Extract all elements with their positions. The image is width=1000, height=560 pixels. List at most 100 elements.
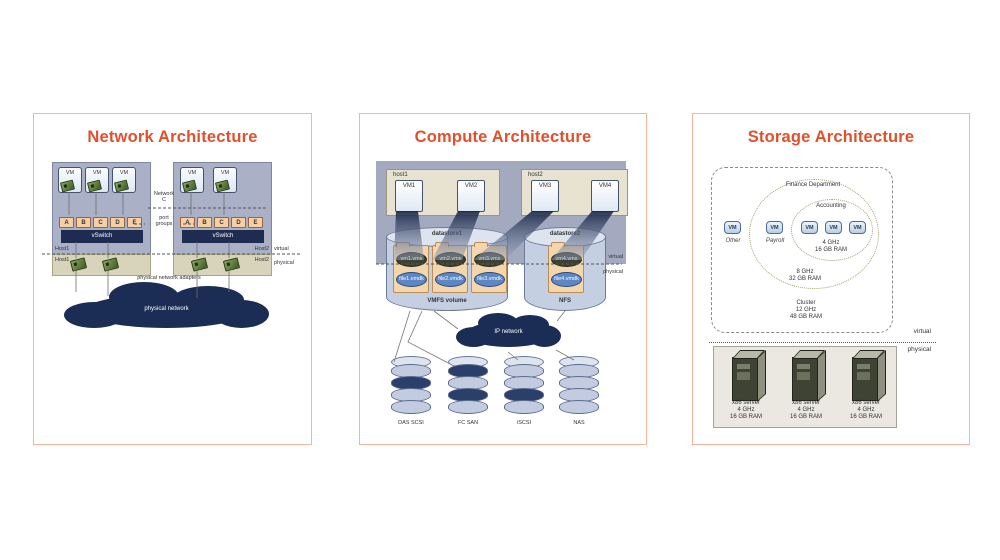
virtual-physical-divider <box>709 342 936 343</box>
server-tower-icon <box>852 357 878 401</box>
physical-nic-icon <box>222 257 241 272</box>
vm-label: VM <box>119 170 129 176</box>
vm-chip-accounting: VM <box>825 221 842 234</box>
server-spec: x86 server 4 GHz 16 GB RAM <box>789 400 822 421</box>
vm-folder-icon: vm3.vmx file3.vmdk <box>471 242 507 293</box>
host1-virtual-box: VM VM VM A B C D E vSwitch Host1 <box>52 162 151 256</box>
virtual-side-label: virtual <box>913 328 931 335</box>
panel-compute-architecture: Compute Architecture host1 VM1 VM2 host2… <box>359 113 647 445</box>
server-tower-icon <box>792 357 818 401</box>
virtual-side-label: virtual <box>274 246 289 252</box>
server-tower-icon <box>732 357 758 401</box>
finance-pool-name: Finance Department <box>785 182 841 188</box>
compute-panel-title: Compute Architecture <box>414 128 592 146</box>
panel-network-architecture: Network Architecture VM VM VM A B C D E <box>33 113 312 445</box>
host-name-label: host1 <box>393 172 408 178</box>
port-cell: C <box>214 217 229 228</box>
panel-storage-architecture: Storage Architecture Finance Department … <box>692 113 970 445</box>
physical-nic-icon <box>101 257 120 272</box>
port-group-row: A B C D E <box>59 217 142 228</box>
vmdk-file-label: file2.vmdk <box>435 272 466 287</box>
vm-label: VM <box>92 170 102 176</box>
vm-box: VM <box>58 167 82 193</box>
finance-resource-pool <box>749 179 879 289</box>
virtual-nic-icon <box>86 179 103 193</box>
physical-side-label: physical <box>603 269 623 275</box>
vm-label: VM <box>220 170 230 176</box>
port-groups-label: port groups <box>155 215 173 228</box>
ip-network-cloud: IP network <box>456 313 561 355</box>
storage-type-label: iSCSI <box>516 420 532 426</box>
vm-label: VM <box>65 170 75 176</box>
port-cell: A <box>59 217 74 228</box>
accounting-resources: 4 GHz 16 GB RAM <box>814 240 847 254</box>
physical-side-label: physical <box>907 346 931 353</box>
vm-folder-icon: vm2.vmx file2.vmdk <box>432 242 468 293</box>
physical-network-cloud: physical network <box>64 282 269 334</box>
virtual-nic-icon <box>59 179 76 193</box>
physical-nic-icon <box>69 257 88 272</box>
volume-type-label: VMFS volume <box>427 298 467 304</box>
vm-folder-icon: vm1.vmx file1.vmdk <box>393 242 429 293</box>
cluster-boundary <box>711 167 893 333</box>
physical-side-label: physical <box>274 260 294 266</box>
host-name-label: host2 <box>528 172 543 178</box>
port-cell: D <box>110 217 125 228</box>
vm-chip-other: VM <box>724 221 741 234</box>
vmx-file-label: vm2.vmx <box>435 252 466 267</box>
vm-chip-accounting: VM <box>849 221 866 234</box>
network-c-label: Network C <box>153 191 175 204</box>
vm-label: VM <box>187 170 197 176</box>
datastore2-top <box>524 227 606 247</box>
payroll-vm-label: Payroll <box>765 238 785 244</box>
port-cell: B <box>76 217 91 228</box>
host-name-label: Host2 <box>254 246 269 252</box>
vm-box: VM3 <box>531 180 559 212</box>
host-name-label: Host2 <box>254 257 269 263</box>
vmdk-file-label: file3.vmdk <box>474 272 505 287</box>
datastore-name: datastore1 <box>431 231 463 237</box>
port-cell: E <box>248 217 263 228</box>
host1-physical-box: Host1 <box>52 254 151 276</box>
vm-box: VM4 <box>591 180 619 212</box>
storage-type-label: DAS SCSI <box>398 420 424 426</box>
vswitch-bar: vSwitch <box>61 230 143 243</box>
accounting-pool-name: Accounting <box>816 203 846 209</box>
vm-chip-accounting: VM <box>801 221 818 234</box>
host-name-label: Host1 <box>55 257 70 263</box>
vm-box: VM <box>85 167 109 193</box>
virtual-nic-icon <box>113 179 130 193</box>
cloud-label: IP network <box>494 329 523 335</box>
vm-folder-icon: vm4.vmx file4.vmdk <box>548 242 584 293</box>
host2-virtual-box: VM VM A B C D E vSwitch Host2 <box>173 162 272 256</box>
vmx-file-label: vm3.vmx <box>474 252 505 267</box>
vmdk-file-label: file1.vmdk <box>396 272 427 287</box>
physical-nic-icon <box>190 257 209 272</box>
physical-servers-box: x86 server 4 GHz 16 GB RAM x86 server 4 … <box>713 346 897 428</box>
finance-resources: 8 GHz 32 GB RAM <box>788 269 821 283</box>
datastore-name: datastore2 <box>549 231 581 237</box>
port-cell: E <box>127 217 142 228</box>
server-spec: x86 server 4 GHz 16 GB RAM <box>849 400 882 421</box>
port-cell: B <box>197 217 212 228</box>
host1-box: host1 VM1 VM2 <box>386 169 500 216</box>
vm-box: VM1 <box>395 180 423 212</box>
vmx-file-label: vm1.vmx <box>396 252 427 267</box>
storage-type-label: NAS <box>573 420 585 426</box>
host2-box: host2 VM3 VM4 <box>521 169 628 216</box>
vm-box: VM <box>112 167 136 193</box>
port-cell: D <box>231 217 246 228</box>
vmx-file-label: vm4.vmx <box>551 252 582 267</box>
physical-network-adapters-label: physical network adapters <box>137 275 201 281</box>
storage-type-label: FC SAN <box>457 420 479 426</box>
volume-type-label: NFS <box>559 298 571 304</box>
virtual-nic-icon <box>214 179 231 193</box>
virtual-nic-icon <box>181 179 198 193</box>
accounting-resource-pool <box>791 199 873 261</box>
cloud-label: physical network <box>144 306 189 312</box>
vmdk-file-label: file4.vmdk <box>551 272 582 287</box>
vm-box: VM <box>180 167 204 193</box>
virtual-side-label: virtual <box>608 254 623 260</box>
port-cell: C <box>93 217 108 228</box>
